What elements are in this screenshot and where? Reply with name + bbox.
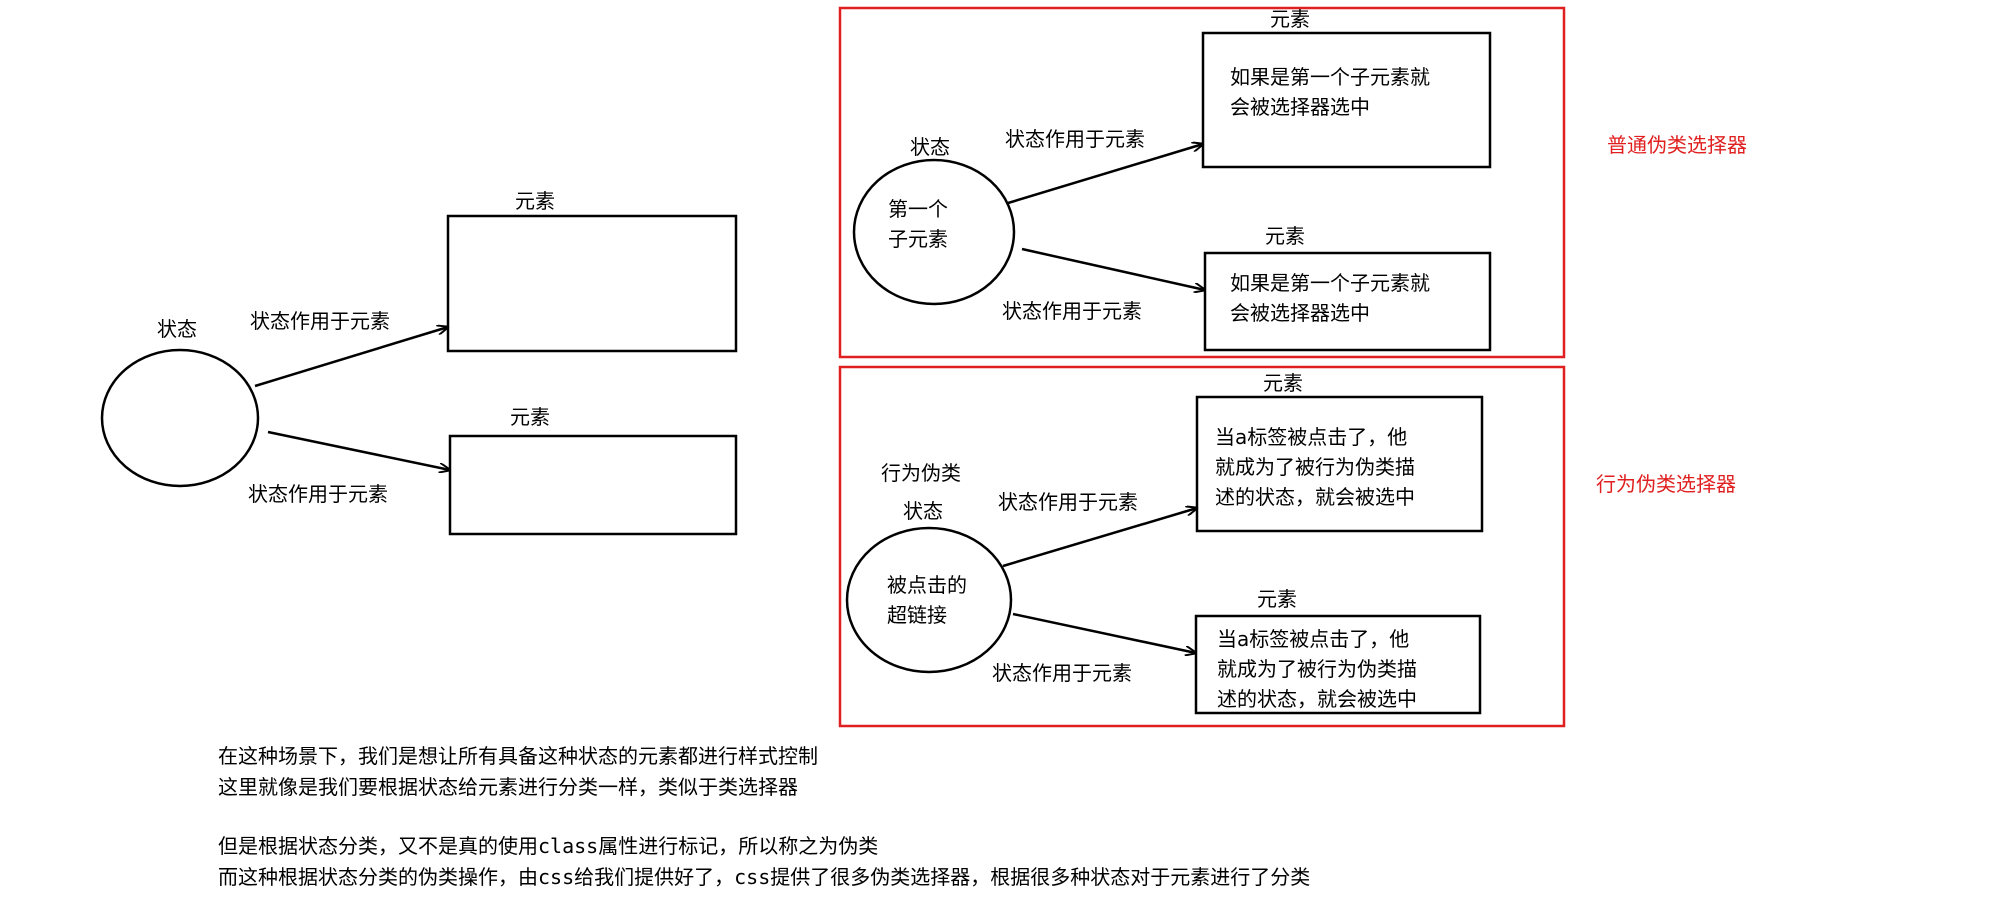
- behavior-pseudo-class-group: 行为伪类选择器 行为伪类 状态 被点击的 超链接 元素 当a标签被点击了，他 就…: [838, 365, 1736, 728]
- note-line-1: 在这种场景下，我们是想让所有具备这种状态的元素都进行样式控制: [218, 744, 818, 768]
- normal-bottom-element-label: 元素: [1265, 224, 1305, 248]
- normal-group-label: 普通伪类选择器: [1607, 133, 1747, 157]
- left-bottom-element-box: [448, 434, 738, 536]
- normal-top-arrow-label: 状态作用于元素: [1005, 127, 1145, 151]
- behavior-state-label: 状态: [903, 499, 943, 523]
- left-diagram: 状态 元素 元素 状态作用于元素 状态作用于元素: [100, 189, 738, 536]
- normal-top-box-line-2: 会被选择器选中: [1230, 95, 1370, 119]
- behavior-top-arrow: [1002, 508, 1197, 568]
- behavior-bottom-arrow: [1012, 612, 1196, 653]
- normal-top-arrow: [1007, 144, 1203, 205]
- behavior-top-arrow-label: 状态作用于元素: [998, 490, 1138, 514]
- left-state-label: 状态: [157, 317, 197, 341]
- behavior-bottom-box-line-2: 就成为了被行为伪类描: [1217, 657, 1417, 681]
- behavior-state-circle: [845, 526, 1013, 674]
- left-top-element-label: 元素: [515, 189, 555, 213]
- behavior-group-label: 行为伪类选择器: [1596, 472, 1736, 496]
- note-line-3: 但是根据状态分类，又不是真的使用class属性进行标记，所以称之为伪类: [218, 834, 878, 858]
- normal-circle-line-2: 子元素: [888, 227, 948, 251]
- left-top-arrow: [254, 327, 448, 388]
- normal-top-element-box: [1201, 31, 1492, 169]
- explanation-notes: 在这种场景下，我们是想让所有具备这种状态的元素都进行样式控制 这里就像是我们要根…: [218, 744, 1310, 889]
- left-bottom-arrow: [267, 430, 450, 470]
- behavior-top-box-line-1: 当a标签被点击了，他: [1215, 425, 1407, 449]
- behavior-top-element-label: 元素: [1263, 371, 1303, 395]
- normal-bottom-arrow-label: 状态作用于元素: [1002, 299, 1142, 323]
- normal-top-element-label: 元素: [1270, 7, 1310, 31]
- normal-circle-line-1: 第一个: [888, 197, 948, 221]
- note-line-4: 而这种根据状态分类的伪类操作，由css给我们提供好了，css提供了很多伪类选择器…: [218, 865, 1310, 889]
- behavior-bottom-box-line-1: 当a标签被点击了，他: [1217, 627, 1409, 651]
- normal-group-frame: [838, 6, 1566, 359]
- left-bottom-arrow-label: 状态作用于元素: [248, 482, 388, 506]
- behavior-circle-line-2: 超链接: [887, 603, 947, 627]
- normal-bottom-arrow: [1021, 247, 1205, 290]
- left-top-arrow-label: 状态作用于元素: [250, 309, 390, 333]
- behavior-top-box-line-3: 述的状态，就会被选中: [1215, 485, 1415, 509]
- behavior-top-element-box: [1195, 395, 1484, 533]
- behavior-bottom-element-box: [1194, 614, 1482, 715]
- behavior-group-frame: [838, 365, 1566, 728]
- left-bottom-element-label: 元素: [510, 405, 550, 429]
- normal-bottom-element-box: [1203, 251, 1492, 352]
- normal-state-label: 状态: [910, 135, 950, 159]
- normal-pseudo-class-group: 普通伪类选择器 状态 第一个 子元素 元素 如果是第一个子元素就 会被选择器选中…: [838, 6, 1747, 359]
- left-top-element-box: [446, 214, 738, 353]
- behavior-bottom-arrow-label: 状态作用于元素: [992, 661, 1132, 685]
- behavior-bottom-box-line-3: 述的状态，就会被选中: [1217, 687, 1417, 711]
- behavior-label: 行为伪类: [881, 461, 961, 485]
- behavior-top-box-line-2: 就成为了被行为伪类描: [1215, 455, 1415, 479]
- behavior-bottom-element-label: 元素: [1257, 587, 1297, 611]
- normal-bottom-box-line-2: 会被选择器选中: [1230, 301, 1370, 325]
- left-state-circle: [100, 348, 260, 488]
- normal-bottom-box-line-1: 如果是第一个子元素就: [1230, 271, 1430, 295]
- normal-top-box-line-1: 如果是第一个子元素就: [1230, 65, 1430, 89]
- note-line-2: 这里就像是我们要根据状态给元素进行分类一样，类似于类选择器: [218, 775, 798, 799]
- behavior-circle-line-1: 被点击的: [887, 573, 967, 597]
- normal-state-circle: [852, 158, 1016, 306]
